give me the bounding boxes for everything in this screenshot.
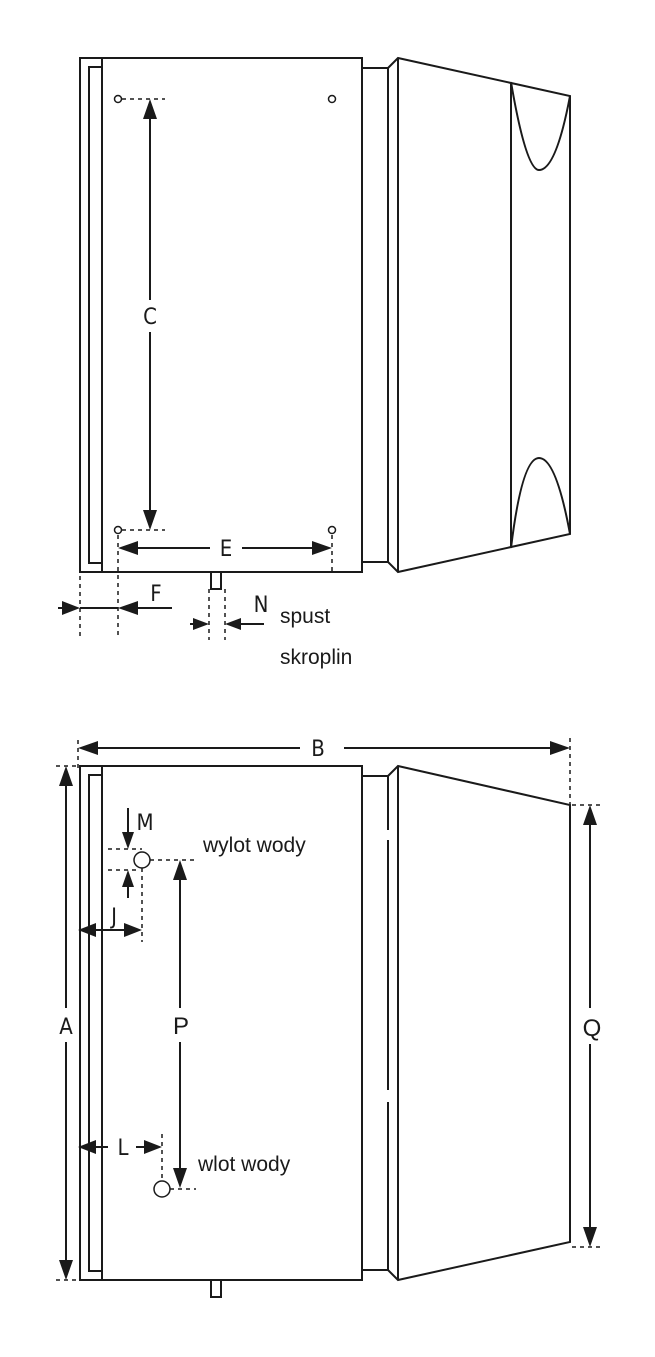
drain-note-line1: spust	[280, 605, 330, 628]
arrow-left-icon	[225, 618, 241, 630]
arrow-left-icon	[78, 923, 96, 937]
arrow-left-icon	[78, 1140, 96, 1154]
top-louver-curve	[510, 81, 571, 172]
bottom-louver-curve	[510, 456, 571, 549]
dimension-label-f: F	[150, 582, 161, 607]
arrow-up-icon	[173, 860, 187, 880]
arrow-right-icon	[312, 541, 332, 555]
dimension-label-a: A	[59, 1015, 73, 1040]
drain-note-line2: skroplin	[280, 646, 352, 669]
arrow-right-icon	[124, 923, 142, 937]
water-inlet-port	[153, 1180, 171, 1198]
mounting-hole	[327, 94, 337, 104]
top-nozzle	[387, 56, 571, 574]
water-outlet-port	[133, 851, 151, 869]
dimension-label-j: J	[109, 905, 117, 930]
dimension-label-n: N	[254, 593, 269, 618]
side-main-body	[101, 765, 363, 1281]
dimension-label-c: C	[143, 305, 157, 330]
arrow-down-icon	[583, 1227, 597, 1247]
dimension-label-m: M	[136, 811, 153, 836]
side-left-flange-inner	[88, 774, 103, 1272]
water-inlet-label: wlot wody	[197, 1153, 291, 1176]
side-nozzle	[387, 764, 571, 1282]
arrow-left-icon	[78, 741, 98, 755]
top-left-flange-inner	[88, 66, 103, 564]
dimension-label-e: E	[220, 537, 233, 562]
arrow-up-icon	[143, 99, 157, 119]
top-main-body	[101, 57, 363, 573]
arrow-down-icon	[143, 510, 157, 530]
dimension-label-p: P	[173, 1013, 189, 1040]
arrow-right-icon	[193, 618, 209, 630]
dimension-label-q: Q	[583, 1015, 602, 1042]
arrow-down-icon	[173, 1168, 187, 1188]
arrow-down-icon	[122, 832, 134, 849]
arrow-left-icon	[118, 601, 138, 615]
mounting-hole	[113, 525, 123, 535]
arrow-down-icon	[59, 1260, 73, 1280]
arrow-up-icon	[59, 766, 73, 786]
side-left-flange-outer	[79, 765, 103, 1281]
mounting-hole	[327, 525, 337, 535]
top-left-flange-outer	[79, 57, 103, 573]
top-connector	[361, 67, 389, 563]
arrow-right-icon	[144, 1140, 162, 1154]
arrow-left-icon	[118, 541, 138, 555]
mounting-hole	[113, 94, 123, 104]
water-outlet-label: wylot wody	[202, 834, 306, 857]
bottom-drain-stub	[210, 1279, 222, 1298]
arrow-up-icon	[122, 870, 134, 887]
side-view: B A Q M wylot wody J	[56, 737, 604, 1298]
arrow-up-icon	[583, 805, 597, 825]
arrow-right-icon	[62, 601, 80, 615]
arrow-right-icon	[550, 741, 570, 755]
dimension-label-l: L	[117, 1136, 128, 1161]
condensate-drain-stub	[210, 571, 222, 590]
dimension-label-b: B	[311, 737, 325, 762]
top-view: C E F N spust skroplin	[58, 56, 571, 669]
